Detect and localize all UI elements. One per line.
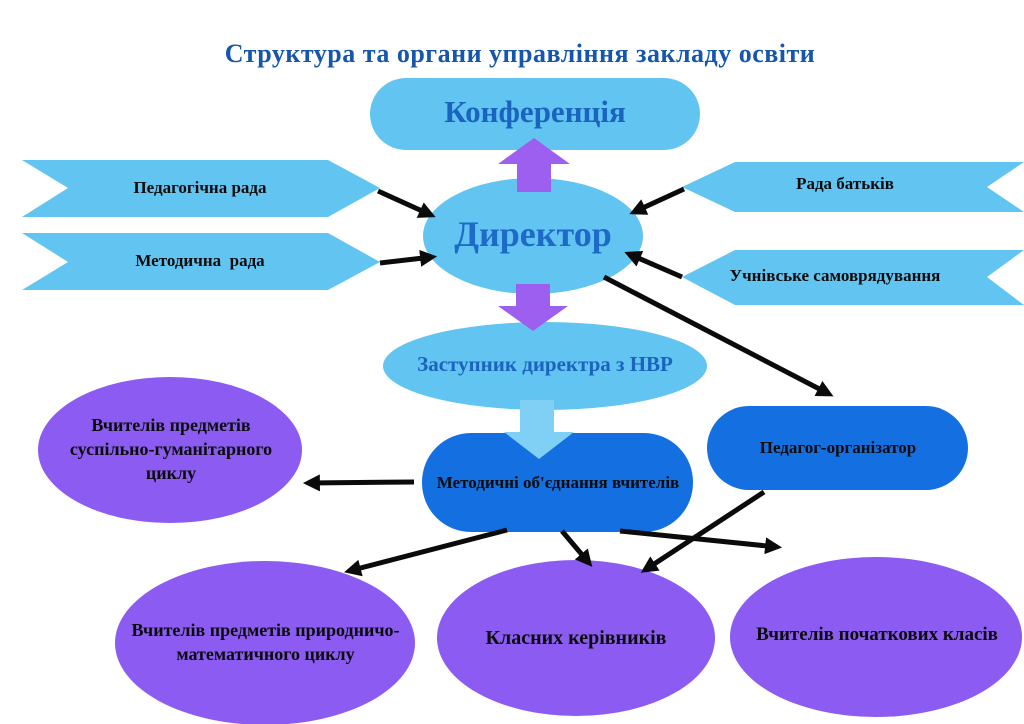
group-class-leaders-shape — [437, 560, 715, 716]
group-primary-teachers-shape — [730, 557, 1022, 717]
arrow-methodical-to-humanitarian — [302, 474, 415, 492]
arrow-methodical-council-to-director — [379, 249, 438, 267]
arrow-pedagogical-to-director — [376, 188, 436, 218]
methodical-associations-shape — [422, 433, 693, 532]
block-arrow-up-director-to-conference — [498, 138, 570, 192]
group-science-math-shape — [115, 561, 415, 724]
arrow-pedagog-to-class-leaders — [640, 489, 766, 573]
arrow-methodical-to-primary — [619, 528, 783, 555]
arrow-parents-to-director — [629, 186, 686, 215]
arrow-methodical-to-class-leaders — [560, 529, 593, 567]
arrow-methodical-to-science-math — [344, 527, 508, 577]
pedagog-organizer-shape — [707, 406, 968, 490]
group-humanitarian-shape — [38, 377, 302, 523]
block-arrow-down-deputy-to-methodical — [504, 400, 574, 459]
director-shape — [423, 178, 643, 294]
conference-shape — [370, 78, 700, 150]
banner-shape-pedagogical-council — [22, 160, 380, 217]
banner-shape-parents-council — [682, 162, 1024, 212]
arrow-director-to-pedagog-organizer — [602, 274, 834, 397]
arrow-students-to-director — [624, 250, 683, 280]
block-arrow-down-director-to-deputy — [498, 284, 568, 331]
banner-shape-student-government — [682, 250, 1024, 305]
deputy-shape — [383, 322, 707, 410]
banner-shape-methodical-council — [22, 233, 380, 290]
